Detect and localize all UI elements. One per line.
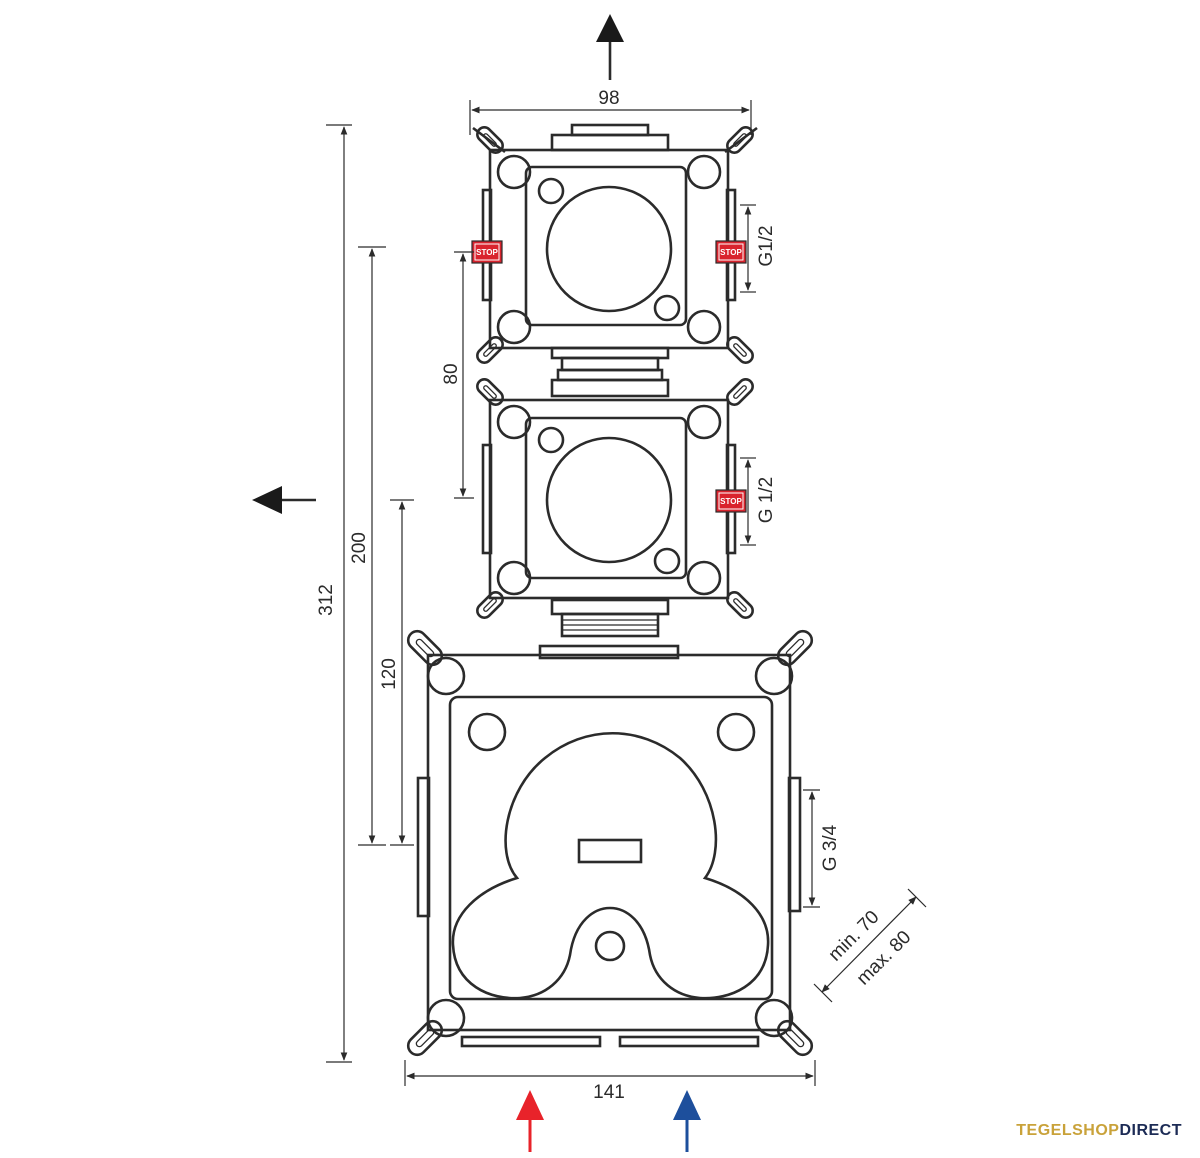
svg-text:STOP: STOP <box>476 248 498 257</box>
dim-120-label: 120 <box>379 658 400 690</box>
dimension-98: 98 <box>469 88 752 135</box>
thread-lower-label: G 3/4 <box>820 824 841 871</box>
outlet-arrow-left <box>252 486 316 514</box>
thread-upper-label: G1/2 <box>756 225 777 266</box>
thread-dim-upper: G1/2 <box>740 204 777 293</box>
svg-text:STOP: STOP <box>720 497 742 506</box>
dim-312-label: 312 <box>316 584 337 616</box>
connector-middle-lower <box>538 598 680 660</box>
middle-module <box>476 378 754 619</box>
dimension-80: 80 <box>441 251 474 499</box>
hot-inlet-arrow <box>516 1090 544 1152</box>
dimension-141: 141 <box>404 1060 816 1103</box>
stop-valve-upper-left: STOP <box>471 240 503 264</box>
lower-module <box>406 629 814 1057</box>
dim-200-label: 200 <box>349 532 370 564</box>
stop-valve-middle-right: STOP <box>715 489 747 513</box>
stop-valve-upper-right: STOP <box>715 240 747 264</box>
connector-upper-middle <box>550 346 670 398</box>
upper-module <box>472 123 758 364</box>
dimension-200: 200 <box>349 246 386 846</box>
thread-dim-lower: G 3/4 <box>803 789 841 908</box>
thread-dim-middle: G 1/2 <box>740 457 777 546</box>
dimension-312: 312 <box>316 124 352 1063</box>
thread-middle-label: G 1/2 <box>756 477 777 523</box>
depth-dimension: min. 70 max. 80 <box>813 888 927 1003</box>
dim-80-label: 80 <box>441 363 462 384</box>
brand-logo: TEGELSHOPDIRECT <box>1016 1122 1182 1140</box>
svg-text:STOP: STOP <box>720 248 742 257</box>
dim-98-label: 98 <box>598 88 619 109</box>
brand-part2: DIRECT <box>1119 1122 1182 1139</box>
brand-part1: TEGELSHOP <box>1016 1122 1120 1139</box>
dim-141-label: 141 <box>593 1082 625 1103</box>
cold-inlet-arrow <box>673 1090 701 1152</box>
outlet-arrow-up <box>596 14 624 80</box>
dimension-120: 120 <box>379 499 414 846</box>
